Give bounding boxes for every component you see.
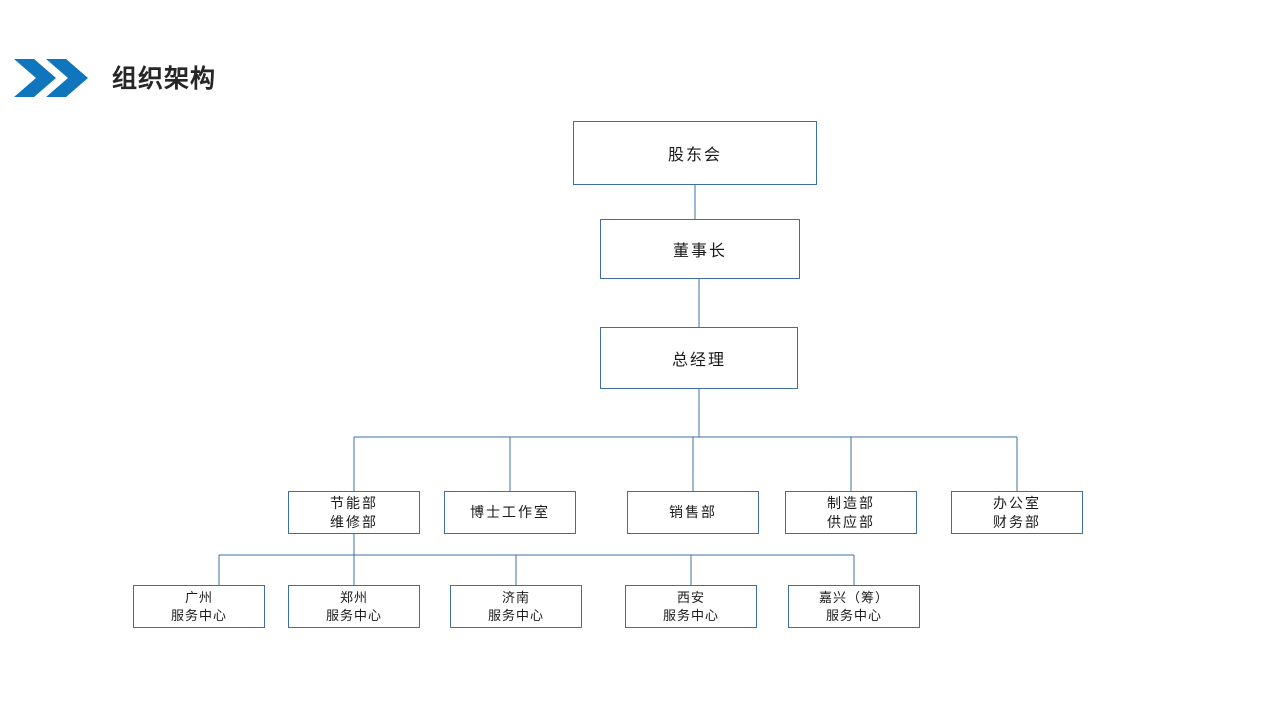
- org-node-label-primary: 总经理: [671, 352, 726, 369]
- page-title: 组织架构: [112, 65, 217, 93]
- org-node-label-primary: 股东会: [667, 147, 722, 164]
- org-node-jinan-service[interactable]: 济南服务中心: [450, 585, 582, 628]
- org-node-chairman[interactable]: 董事长: [600, 219, 800, 279]
- org-node-sales[interactable]: 销售部: [627, 491, 759, 534]
- org-node-label-secondary: 服务中心: [662, 607, 719, 623]
- org-node-manufacturing-supply[interactable]: 制造部供应部: [785, 491, 917, 534]
- org-node-general-manager[interactable]: 总经理: [600, 327, 798, 389]
- org-node-label-secondary: 服务中心: [487, 607, 544, 623]
- org-node-label-primary: 博士工作室: [470, 504, 550, 520]
- org-node-label-secondary: 服务中心: [170, 607, 227, 623]
- org-node-energy-maintenance[interactable]: 节能部维修部: [288, 491, 420, 534]
- org-node-label-primary: 董事长: [672, 243, 727, 260]
- org-node-label-primary: 办公室: [993, 494, 1041, 511]
- double-chevron-right-icon: [14, 57, 90, 99]
- org-node-office-finance[interactable]: 办公室财务部: [951, 491, 1083, 534]
- org-node-label-primary: 节能部: [330, 494, 378, 511]
- org-node-jiaxing-service[interactable]: 嘉兴（筹） 服务中心: [788, 585, 920, 628]
- org-node-shareholders[interactable]: 股东会: [573, 121, 817, 185]
- slide-header: 组织架构: [0, 0, 1280, 130]
- org-node-guangzhou-service[interactable]: 广州服务中心: [133, 585, 265, 628]
- org-node-doctoral-studio[interactable]: 博士工作室: [444, 491, 576, 534]
- org-node-label-primary: 西安: [676, 589, 705, 605]
- org-node-label-primary: 销售部: [669, 504, 717, 520]
- org-node-label-primary: 郑州: [339, 589, 368, 605]
- org-node-label-primary: 济南: [501, 589, 530, 605]
- org-node-label-secondary: 财务部: [993, 513, 1041, 530]
- org-node-zhengzhou-service[interactable]: 郑州服务中心: [288, 585, 420, 628]
- org-node-label-primary: 广州: [184, 589, 213, 605]
- org-node-label-secondary: 供应部: [827, 513, 875, 530]
- org-node-label-primary: 嘉兴（筹）: [818, 589, 889, 605]
- org-node-label-secondary: 维修部: [330, 513, 378, 530]
- org-node-xian-service[interactable]: 西安服务中心: [625, 585, 757, 628]
- org-node-label-secondary: 服务中心: [825, 607, 882, 623]
- org-node-label-primary: 制造部: [827, 494, 875, 511]
- org-node-label-secondary: 服务中心: [325, 607, 382, 623]
